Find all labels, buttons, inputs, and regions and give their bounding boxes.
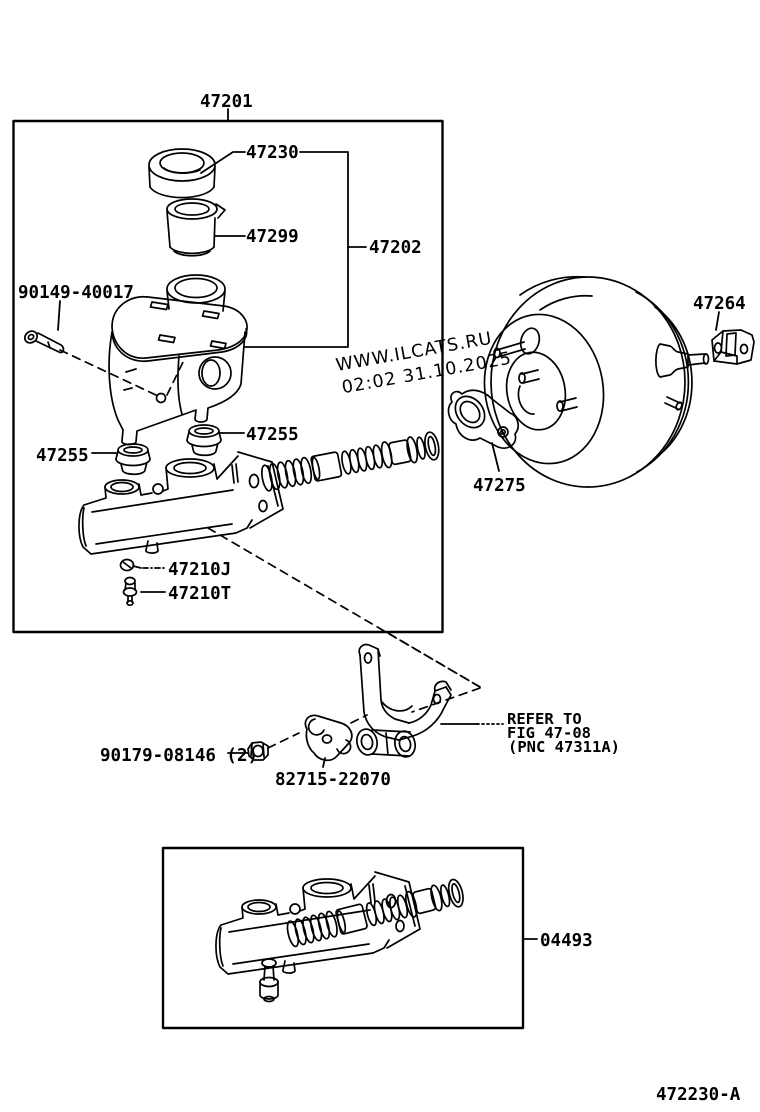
master-cylinder-drawing	[78, 430, 442, 555]
kit-cylinder-drawing	[215, 871, 467, 975]
part-label-90179-08146: 90179-08146 (2)	[100, 746, 258, 766]
watermark: WWW.ILCATS.RU 02:02 31.10.2025	[334, 329, 513, 399]
bleeder-screw-j-drawing	[119, 558, 142, 572]
part-label-47299: 47299	[246, 227, 299, 247]
reservoir-drawing	[108, 274, 248, 446]
nut-drawing	[247, 741, 269, 761]
bleeder-screw-t-drawing	[122, 576, 138, 607]
part-label-47202: 47202	[369, 238, 422, 258]
gasket-drawing	[447, 389, 520, 449]
part-label-47201: 47201	[200, 92, 253, 112]
part-label-47275: 47275	[473, 476, 526, 496]
cap-drawing	[148, 148, 216, 199]
assembly-box	[12, 119, 444, 634]
part-label-47255-left: 47255	[36, 446, 89, 466]
kit-bleeder-drawing	[259, 958, 279, 1003]
grommet-left-drawing	[115, 443, 151, 476]
part-label-47255-right: 47255	[246, 425, 299, 445]
part-label-47210T: 47210T	[168, 584, 231, 604]
part-label-47264: 47264	[693, 294, 746, 314]
part-label-90149-40017: 90149-40017	[18, 283, 134, 303]
refer-note-line2: FIG 47-08	[507, 724, 591, 742]
booster-drawing	[483, 275, 710, 488]
leader-lines	[57, 108, 720, 940]
kit-box	[161, 846, 525, 1030]
diagram-code: 472230-A	[656, 1085, 741, 1105]
refer-note-line1: REFER TO	[507, 710, 582, 728]
clevis-drawing	[711, 329, 755, 365]
retainer-pin-drawing	[23, 330, 65, 354]
refer-note-line3: (PNC 47311A)	[508, 738, 620, 756]
reservoir-float-mark	[155, 392, 167, 404]
part-label-47210J: 47210J	[168, 560, 231, 580]
part-label-47230: 47230	[246, 143, 299, 163]
part-label-82715-22070: 82715-22070	[275, 770, 391, 790]
bracket-drawing	[356, 643, 452, 758]
explode-dashed-lines	[59, 349, 481, 749]
grommet-right-drawing	[186, 424, 222, 457]
part-label-04493: 04493	[540, 931, 593, 951]
plate-drawing	[304, 714, 353, 762]
strainer-drawing	[166, 198, 226, 257]
